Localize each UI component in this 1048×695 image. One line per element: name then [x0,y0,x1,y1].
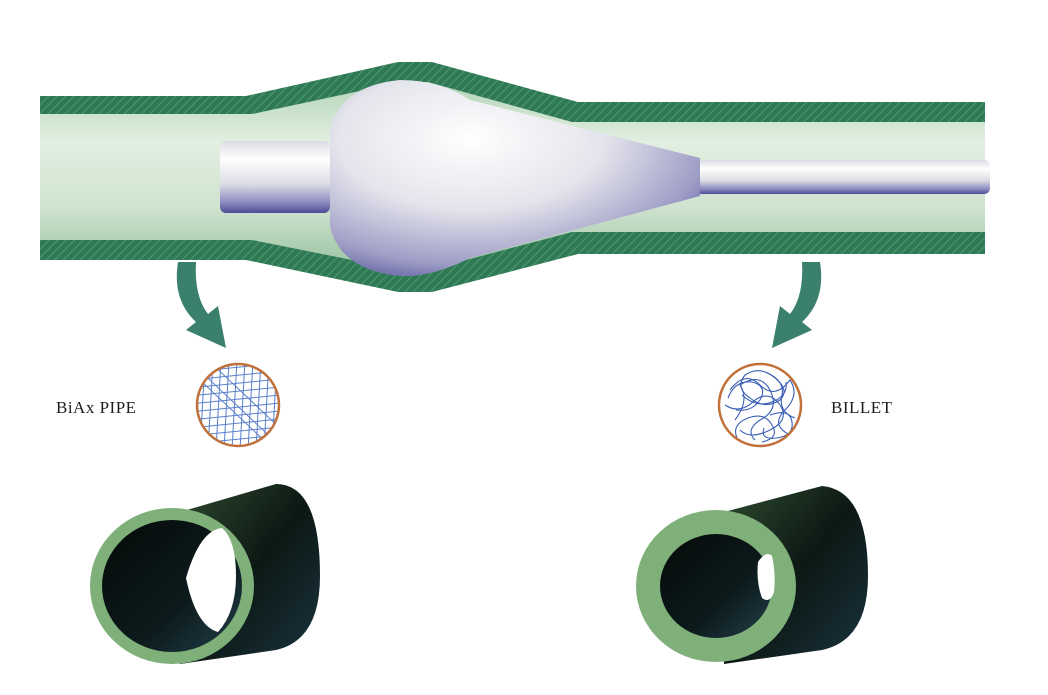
mandrel-plug [220,80,990,277]
pipe-wall-top [40,62,985,122]
biax-pipe-label: BiAx PIPE [56,398,137,417]
pipe-wall-bottom [40,232,985,292]
thick-wall-tube-icon [636,486,868,664]
mandrel-shaft [690,160,990,194]
billet-label: BILLET [831,398,893,417]
thin-wall-tube-icon [90,484,320,664]
crosshatch-mesh-icon [195,362,281,448]
plug-cone [330,80,700,277]
curved-arrow-down-icon [772,262,822,348]
tangled-fibre-icon [717,362,803,448]
curved-arrow-down-icon [176,262,226,348]
plug-nose [220,141,330,213]
